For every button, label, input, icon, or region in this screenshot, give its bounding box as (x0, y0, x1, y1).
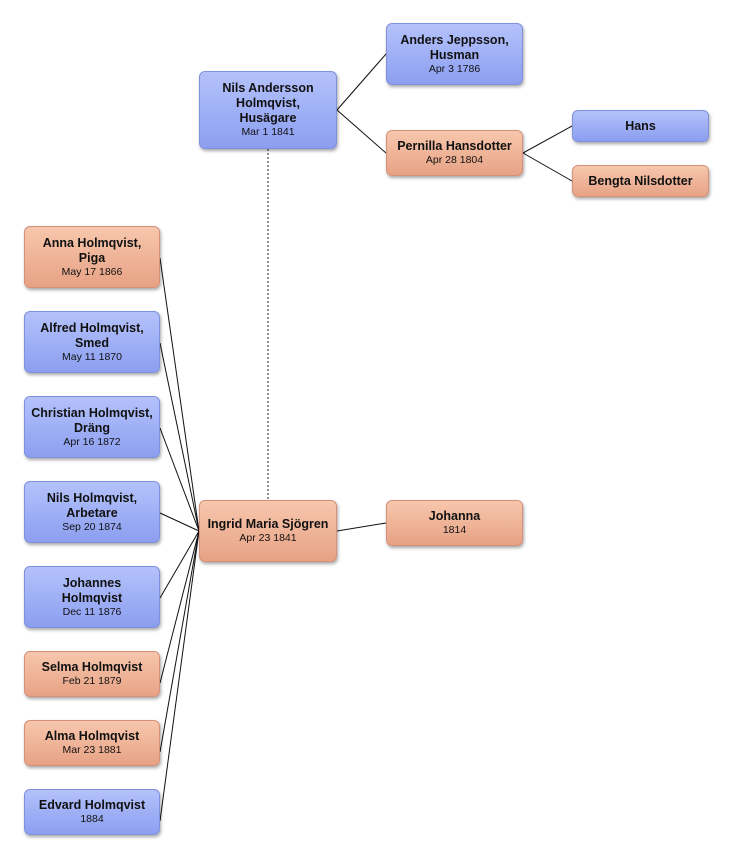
person-card-edvard-holmqvist[interactable]: Edvard Holmqvist 1884 (24, 789, 160, 835)
person-date: Mar 1 1841 (241, 126, 295, 138)
person-name: Hans (625, 118, 656, 133)
person-name: Nils Andersson Holmqvist, Husägare (222, 81, 314, 125)
person-name: Johannes Holmqvist (61, 575, 123, 605)
person-card-alfred-holmqvist[interactable]: Alfred Holmqvist, Smed May 11 1870 (24, 311, 160, 373)
parent-link-line (522, 125, 573, 154)
child-link-line (159, 530, 200, 684)
person-card-anders-jeppsson[interactable]: Anders Jeppsson, Husman Apr 3 1786 (386, 23, 523, 85)
parent-link-line (336, 522, 387, 532)
person-name: Anders Jeppsson, Husman (400, 32, 509, 62)
person-name: Alfred Holmqvist, Smed (40, 320, 144, 350)
parent-link-line (336, 109, 387, 154)
person-card-bengta-nilsdotter[interactable]: Bengta Nilsdotter (572, 165, 709, 197)
parent-link-line (336, 53, 387, 111)
person-card-nils-andersson-holmqvist[interactable]: Nils Andersson Holmqvist, Husägare Mar 1… (199, 71, 337, 149)
person-date: Apr 16 1872 (63, 435, 121, 448)
person-card-nils-holmqvist[interactable]: Nils Holmqvist, Arbetare Sep 20 1874 (24, 481, 160, 543)
person-name: Ingrid Maria Sjögren (207, 517, 329, 531)
person-name: Pernilla Hansdotter (397, 139, 512, 153)
person-name: Edvard Holmqvist (38, 798, 146, 812)
person-name: Johanna (428, 509, 481, 523)
child-link-line (159, 427, 200, 532)
child-link-line (159, 512, 200, 532)
person-name: Selma Holmqvist (41, 660, 143, 674)
person-date: 1814 (442, 524, 467, 536)
person-date: May 11 1870 (62, 350, 122, 363)
person-date: 1884 (80, 813, 104, 825)
person-card-pernilla-hansdotter[interactable]: Pernilla Hansdotter Apr 28 1804 (386, 130, 523, 176)
person-date: Mar 23 1881 (62, 744, 122, 756)
person-date: Feb 21 1879 (62, 675, 122, 687)
person-date: Apr 28 1804 (425, 154, 484, 166)
child-link-line (159, 342, 200, 532)
parent-link-line (522, 152, 573, 182)
person-card-alma-holmqvist[interactable]: Alma Holmqvist Mar 23 1881 (24, 720, 160, 766)
person-card-johannes-holmqvist[interactable]: Johannes Holmqvist Dec 11 1876 (24, 566, 160, 628)
person-date: May 17 1866 (61, 265, 123, 278)
person-card-johanna[interactable]: Johanna 1814 (386, 500, 523, 546)
person-card-ingrid-maria-sjogren[interactable]: Ingrid Maria Sjögren Apr 23 1841 (199, 500, 337, 562)
person-name: Bengta Nilsdotter (588, 173, 693, 188)
person-name: Nils Holmqvist, Arbetare (46, 490, 138, 520)
person-date: Sep 20 1874 (62, 520, 122, 533)
child-link-line (159, 530, 200, 599)
child-link-line (159, 257, 200, 532)
person-card-selma-holmqvist[interactable]: Selma Holmqvist Feb 21 1879 (24, 651, 160, 697)
person-card-anna-holmqvist[interactable]: Anna Holmqvist, Piga May 17 1866 (24, 226, 160, 288)
child-link-line (159, 530, 200, 822)
person-card-hans[interactable]: Hans (572, 110, 709, 142)
person-date: Apr 3 1786 (428, 62, 481, 75)
child-link-line (159, 530, 200, 753)
person-name: Alma Holmqvist (44, 729, 140, 743)
person-name: Christian Holmqvist, Dräng (31, 405, 153, 435)
person-card-christian-holmqvist[interactable]: Christian Holmqvist, Dräng Apr 16 1872 (24, 396, 160, 458)
person-date: Apr 23 1841 (239, 532, 297, 544)
person-name: Anna Holmqvist, Piga (42, 235, 142, 265)
person-date: Dec 11 1876 (62, 605, 122, 618)
